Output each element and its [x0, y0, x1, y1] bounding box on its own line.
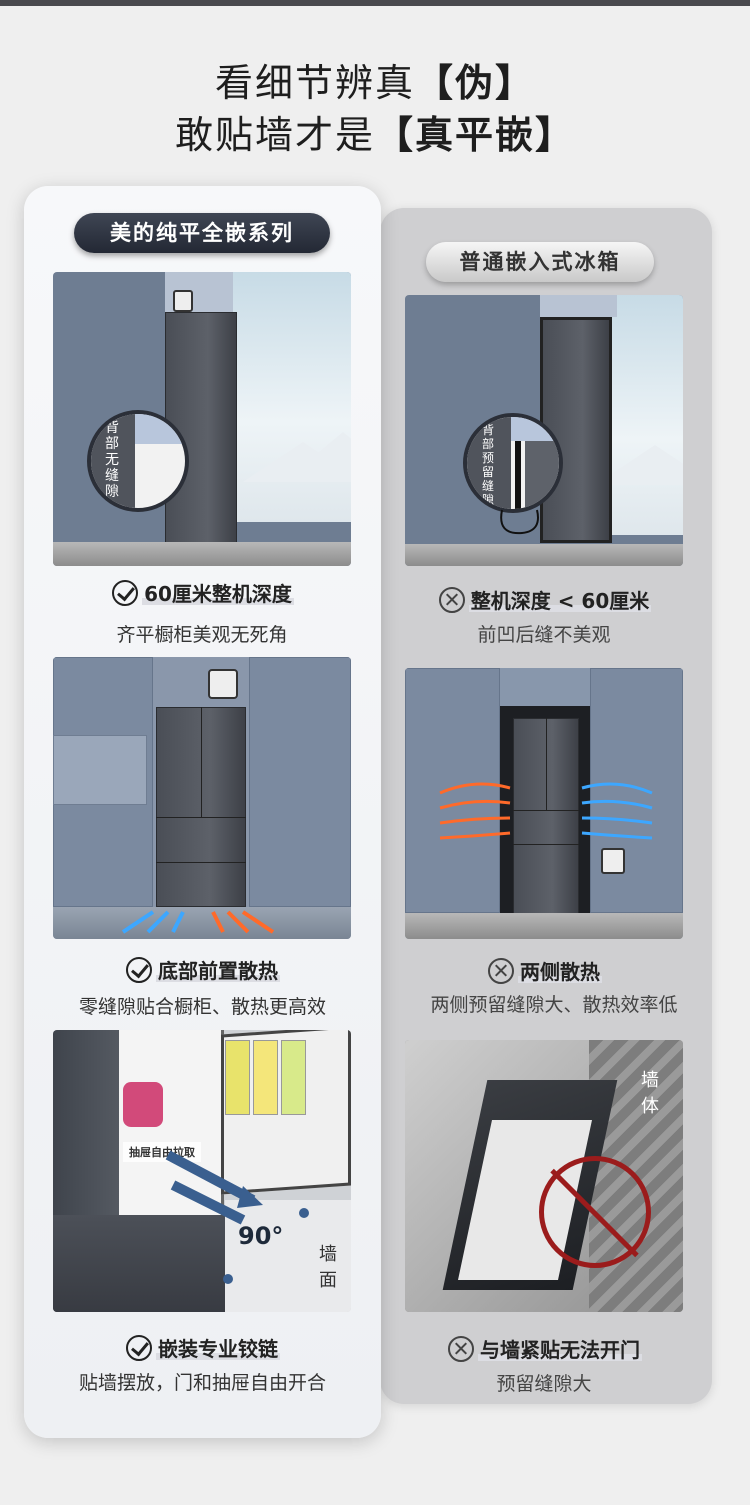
- hinge-image: 抽屉自由拉取 90° 墙面: [53, 1030, 351, 1312]
- wall-surface-label: 墙面: [319, 1244, 337, 1291]
- cross-icon: [438, 586, 465, 613]
- left-subtitle-3: 贴墙摆放，门和抽屉自由开合: [78, 1372, 326, 1394]
- left-caption-1: 60厘米整机深度: [53, 578, 351, 607]
- headline-line-1: 看细节辨真【伪】: [214, 61, 536, 105]
- magnifier-inset: 背部无缝隙: [87, 410, 189, 512]
- right-subtitle-2: 两侧预留缝隙大、散热效率低: [430, 994, 678, 1016]
- door-blocked-image: 墙体: [405, 1040, 683, 1312]
- magnifier-label: 背部无缝隙: [105, 420, 119, 500]
- heat-arrows-left: [439, 782, 511, 840]
- left-subtitle-2: 零缝隙贴合橱柜、散热更高效: [78, 996, 326, 1018]
- check-icon: [126, 1334, 152, 1361]
- right-caption-3: 与墙紧贴无法开门: [405, 1334, 683, 1363]
- top-bar: [0, 0, 750, 6]
- right-column-title: 普通嵌入式冰箱: [426, 242, 654, 282]
- left-caption-3: 嵌装专业铰链: [53, 1333, 351, 1362]
- prohibit-icon: [539, 1156, 651, 1268]
- right-caption-1: 整机深度 < 60厘米: [405, 585, 683, 614]
- left-subtitle-1: 齐平橱柜美观无死角: [116, 624, 288, 646]
- left-column-title: 美的纯平全嵌系列: [74, 213, 330, 253]
- angle-label: 90°: [238, 1222, 284, 1250]
- vent-airflow-graphic: [121, 910, 275, 934]
- socket-icon: [208, 669, 238, 699]
- front-vent-image: [53, 657, 351, 939]
- recessed-depth-image: 背部预留缝隙: [405, 295, 683, 566]
- magnifier-inset: 背部预留缝隙: [463, 413, 563, 513]
- wall-body-label: 墙体: [641, 1070, 659, 1117]
- right-subtitle-3: 预留缝隙大: [496, 1373, 592, 1395]
- right-subtitle-1: 前凹后缝不美观: [477, 624, 611, 646]
- right-caption-2: 两侧散热: [405, 956, 683, 985]
- check-icon: [112, 579, 139, 606]
- headline-line-2: 敢贴墙才是【真平嵌】: [174, 113, 576, 157]
- heat-arrows-right: [581, 782, 653, 840]
- magnifier-label: 背部预留缝隙: [481, 423, 494, 507]
- cable-icon: [500, 509, 539, 535]
- cross-icon: [488, 957, 514, 984]
- cross-icon: [448, 1335, 474, 1362]
- side-vent-image: [405, 668, 683, 939]
- flush-depth-image: 背部无缝隙: [53, 272, 351, 566]
- pull-arrows-graphic: [165, 1150, 263, 1225]
- socket-icon: [601, 848, 625, 874]
- check-icon: [126, 956, 152, 983]
- left-caption-2: 底部前置散热: [53, 955, 351, 984]
- socket-icon: [173, 290, 193, 312]
